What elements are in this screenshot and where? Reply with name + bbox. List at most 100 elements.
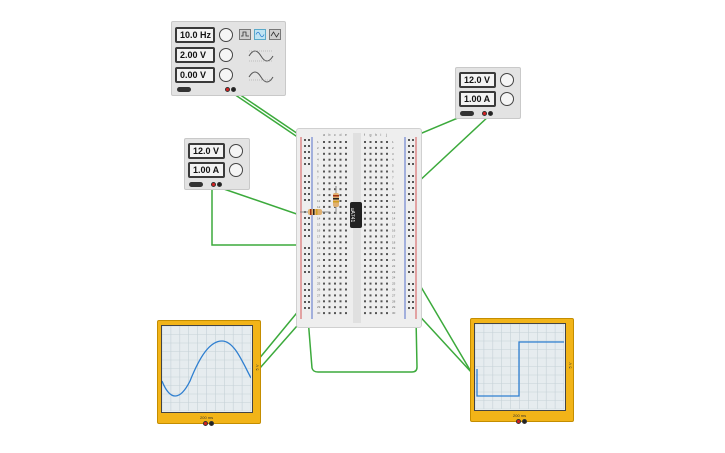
breadboard-hole (369, 158, 372, 161)
breadboard-hole (375, 247, 377, 250)
breadboard-hole (345, 200, 347, 202)
voltage-display: 12.0 V (459, 72, 496, 88)
breadboard-hole (308, 283, 310, 285)
breadboard-hole (339, 170, 342, 173)
row-number: 11 (392, 199, 395, 203)
probe-positive-terminal[interactable] (516, 419, 521, 424)
breadboard-hole (339, 259, 342, 261)
breadboard-hole (304, 235, 306, 237)
row-number: 2 (392, 146, 394, 150)
breadboard-hole (304, 271, 306, 273)
time-label: 200 ms (200, 415, 214, 420)
breadboard-hole (323, 170, 325, 173)
amplitude-knob[interactable] (219, 48, 233, 62)
breadboard-hole (345, 141, 347, 143)
offset-knob[interactable] (219, 68, 233, 82)
positive-terminal[interactable] (225, 87, 230, 92)
breadboard-hole (412, 187, 414, 189)
breadboard-hole (364, 211, 366, 214)
breadboard-hole (328, 217, 331, 220)
breadboard-hole (386, 164, 388, 167)
breadboard-hole (412, 211, 414, 213)
breadboard-hole (364, 288, 366, 291)
row-number: 10 (392, 193, 396, 197)
triangle-wave-button[interactable] (269, 29, 281, 40)
breadboard-hole (328, 164, 331, 167)
breadboard-hole (375, 306, 377, 309)
row-number: 27 (317, 293, 321, 297)
breadboard-hole (408, 301, 410, 303)
voltage-knob[interactable] (229, 144, 243, 158)
frequency-knob[interactable] (219, 28, 233, 42)
breadboard-hole (369, 188, 372, 191)
breadboard-hole (369, 211, 372, 214)
breadboard-hole (304, 193, 306, 195)
breadboard-hole (323, 146, 325, 149)
power-switch[interactable] (460, 111, 474, 116)
breadboard-hole (412, 307, 414, 309)
breadboard-hole (345, 241, 347, 244)
positive-terminal[interactable] (482, 111, 487, 116)
wire (227, 89, 300, 139)
breadboard-hole (345, 235, 347, 238)
resistor-vertical[interactable] (329, 186, 343, 214)
breadboard-hole (304, 259, 306, 261)
breadboard-hole (380, 223, 383, 226)
time-label: 200 ms (513, 413, 527, 418)
breadboard-hole (369, 164, 372, 167)
breadboard-hole (323, 259, 325, 261)
breadboard-hole (412, 181, 414, 183)
breadboard-hole (408, 259, 410, 261)
negative-terminal[interactable] (217, 182, 222, 187)
probe-negative-terminal[interactable] (209, 421, 214, 426)
breadboard-hole (328, 312, 331, 315)
negative-terminal[interactable] (488, 111, 493, 116)
voltage-label: 5 V (254, 364, 260, 371)
row-number: 23 (317, 270, 321, 274)
breadboard-hole (308, 193, 310, 195)
row-number: 19 (317, 246, 321, 250)
breadboard-hole (345, 259, 347, 261)
row-number: 6 (317, 170, 319, 174)
row-number: 27 (392, 293, 396, 297)
power-switch[interactable] (177, 87, 191, 92)
breadboard-hole (334, 235, 336, 238)
breadboard-hole (308, 229, 310, 231)
breadboard-hole (323, 182, 325, 185)
breadboard-hole (386, 229, 388, 232)
row-number: 20 (317, 252, 321, 256)
breadboard-hole (345, 247, 347, 250)
current-knob[interactable] (500, 92, 514, 106)
amplitude-display: 2.00 V (175, 47, 215, 63)
row-number: 24 (317, 276, 321, 280)
negative-terminal[interactable] (231, 87, 236, 92)
row-number: 1 (392, 140, 394, 144)
op-amp-chip[interactable]: uA741 (349, 202, 362, 228)
breadboard-hole (328, 294, 331, 297)
row-number: 15 (317, 223, 321, 227)
breadboard-hole (323, 288, 325, 291)
breadboard-hole (408, 235, 410, 237)
breadboard-hole (308, 217, 310, 219)
breadboard-hole (328, 306, 331, 309)
breadboard-hole (412, 271, 414, 273)
column-label: j (385, 133, 387, 137)
voltage-knob[interactable] (500, 73, 514, 87)
probe-positive-terminal[interactable] (203, 421, 208, 426)
breadboard-hole (408, 307, 410, 309)
row-number: 1 (317, 140, 319, 144)
positive-terminal[interactable] (211, 182, 216, 187)
power-switch[interactable] (189, 182, 203, 187)
breadboard-hole (386, 146, 388, 149)
probe-negative-terminal[interactable] (522, 419, 527, 424)
current-display: 1.00 A (459, 91, 496, 107)
breadboard-hole (408, 151, 410, 153)
breadboard-hole (380, 164, 383, 167)
square-wave-button[interactable] (239, 29, 251, 40)
breadboard-hole (339, 294, 342, 297)
sine-wave-button[interactable] (254, 29, 266, 40)
breadboard-hole (304, 295, 306, 297)
breadboard-hole (364, 241, 366, 244)
current-knob[interactable] (229, 163, 243, 177)
resistor-horizontal[interactable] (300, 205, 330, 219)
